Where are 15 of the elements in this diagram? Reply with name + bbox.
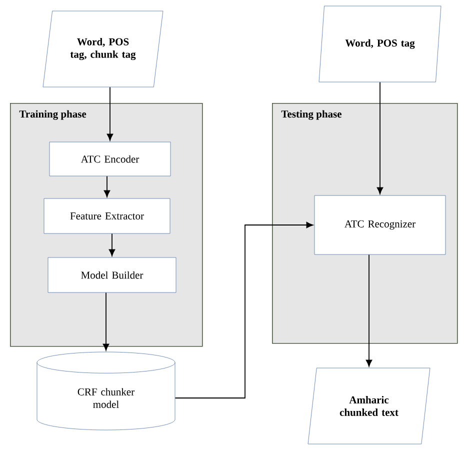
- data-parallelogram: Word, POS tag, chunk tag: [42, 10, 164, 88]
- arrow: [106, 86, 114, 141]
- arrow: [376, 82, 384, 194]
- process-box: ATC Recognizer: [314, 195, 446, 255]
- arrow: [108, 233, 116, 256]
- data-parallelogram: Amharic chunked text: [308, 368, 430, 444]
- arrow: [102, 292, 110, 351]
- arrow: [174, 222, 314, 398]
- arrow: [104, 176, 110, 198]
- database-cylinder: CRF chunker model: [36, 352, 176, 430]
- data-parallelogram: Word, POS tag: [318, 6, 442, 82]
- process-box: Model Builder: [48, 257, 176, 293]
- process-box: ATC Encoder: [49, 142, 171, 176]
- arrow: [366, 254, 372, 367]
- process-box: Feature Extractor: [44, 198, 170, 234]
